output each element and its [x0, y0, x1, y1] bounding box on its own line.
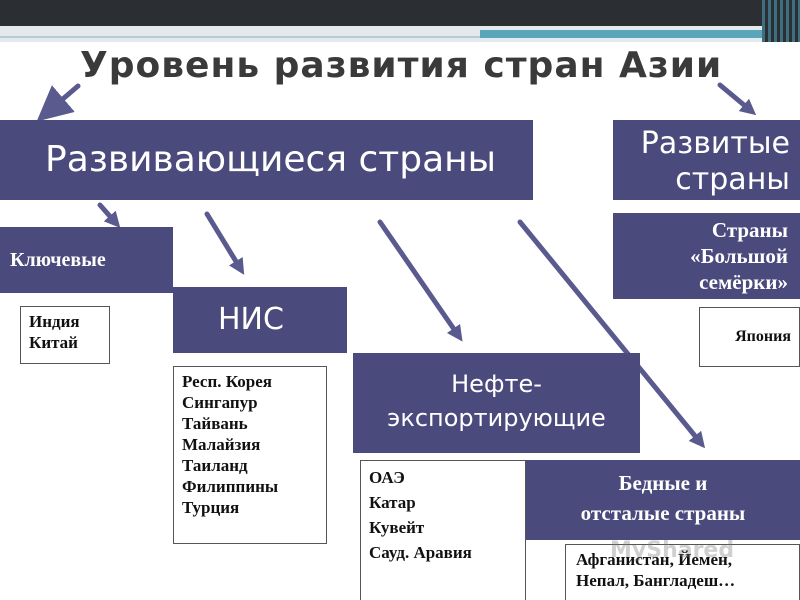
node-oil-exporting: Нефте- экспортирующие — [353, 353, 640, 453]
node-developed: Развитые страны — [613, 120, 800, 200]
node-key: Ключевые — [0, 227, 173, 293]
list-japan: Япония — [699, 307, 800, 367]
arrow-to-nis — [204, 211, 245, 275]
arrow-to-developing-fill — [43, 83, 81, 116]
watermark-logo: MyShared — [610, 538, 735, 563]
list-key-countries: Индия Китай — [20, 306, 110, 364]
arrow-to-poor — [517, 219, 706, 449]
list-oil-countries: ОАЭ Катар Кувейт Сауд. Аравия — [360, 460, 526, 600]
list-nis-countries: Респ. Корея Сингапур Тайвань Малайзия Та… — [173, 366, 327, 544]
arrow-to-key — [97, 202, 121, 228]
node-developing: Развивающиеся страны — [0, 120, 533, 200]
header-corner-pattern — [762, 0, 800, 42]
arrow-to-oil — [377, 219, 463, 342]
header-stripe — [0, 26, 800, 42]
header-bar — [0, 0, 800, 26]
node-g7: Страны «Большой семёрки» — [613, 213, 800, 299]
node-nis: НИС — [173, 287, 347, 353]
slide-title: Уровень развития стран Азии — [80, 45, 723, 86]
node-poor: Бедные и отсталые страны — [526, 460, 800, 540]
arrow-to-developed — [717, 82, 757, 116]
